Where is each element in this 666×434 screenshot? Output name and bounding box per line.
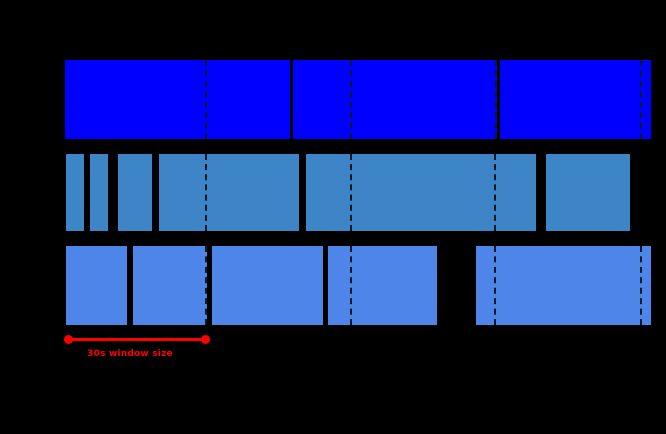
timeline-lane-1 — [0, 60, 666, 139]
timeline-segment — [118, 154, 152, 231]
timeline-segment — [90, 154, 108, 231]
timeline-segment — [546, 154, 630, 231]
timeline-segment — [66, 246, 127, 325]
timeline-segment — [133, 246, 207, 325]
annotation-span-line — [68, 338, 206, 341]
timeline-segment — [328, 246, 437, 325]
annotation-start-marker — [64, 335, 73, 344]
annotation-label: 30s window size — [87, 349, 173, 359]
timeline-segment — [66, 154, 84, 231]
timeline-segment — [476, 246, 651, 325]
timeline-segment — [65, 60, 290, 139]
timeline-segment — [500, 60, 651, 139]
timeline-segment — [293, 60, 497, 139]
timeline-segment — [306, 154, 536, 231]
timeline-segment — [212, 246, 323, 325]
timeline-lane-2 — [0, 154, 666, 231]
timeline-segment — [159, 154, 299, 231]
timeline-lane-3 — [0, 246, 666, 325]
annotation-end-marker — [201, 335, 210, 344]
